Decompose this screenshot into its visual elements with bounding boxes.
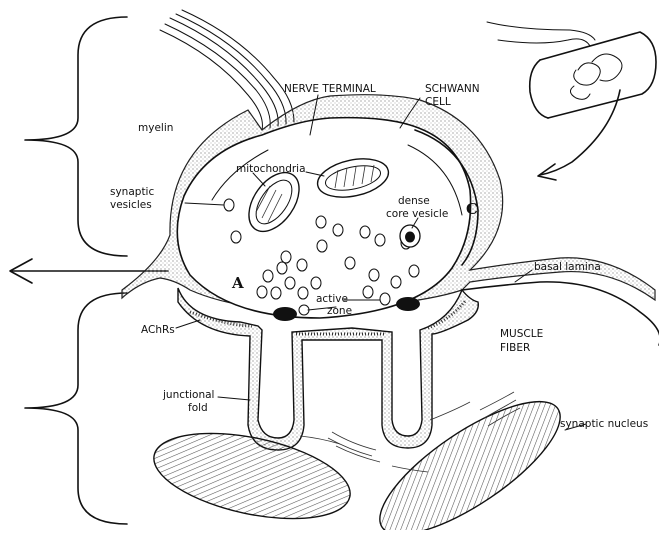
label-muscle-fiber-line2: FIBER xyxy=(500,342,530,354)
inset-overview xyxy=(487,22,656,180)
dense-core-vesicle xyxy=(400,225,420,247)
axon-bundle xyxy=(160,10,294,130)
marker-c: C xyxy=(466,200,478,218)
active-zone-left xyxy=(273,307,297,321)
label-achrs: AChRs xyxy=(141,324,175,336)
label-active-zone-line2: zone xyxy=(327,305,352,317)
synaptic-nucleus-right xyxy=(362,379,578,530)
label-mitochondria: mitochondria xyxy=(236,163,306,175)
label-muscle-fiber-line1: MUSCLE xyxy=(500,328,543,340)
label-dense-core-line2: core vesicle xyxy=(386,208,448,220)
label-dense-core-line1: dense xyxy=(398,195,430,207)
label-nerve-terminal: NERVE TERMINAL xyxy=(284,83,376,95)
lower-brace xyxy=(25,293,127,524)
label-myelin: myelin xyxy=(138,122,173,134)
label-schwann-line2: CELL xyxy=(425,96,451,108)
upper-brace xyxy=(25,17,127,256)
label-schwann-line1: SCHWANN xyxy=(425,83,480,95)
basal-lamina xyxy=(462,282,659,345)
label-junctional-fold-line2: fold xyxy=(188,402,208,414)
label-synaptic-nucleus: synaptic nucleus xyxy=(560,418,648,430)
label-basal-lamina: basal lamina xyxy=(534,261,601,273)
marker-a: A xyxy=(231,274,244,292)
label-active-zone-line1: active xyxy=(316,293,348,305)
label-synaptic-vesicles-line2: vesicles xyxy=(110,199,152,211)
label-synaptic-vesicles-line1: synaptic xyxy=(110,186,154,198)
active-zone-right xyxy=(396,297,420,311)
label-junctional-fold-line1: junctional xyxy=(162,389,214,401)
